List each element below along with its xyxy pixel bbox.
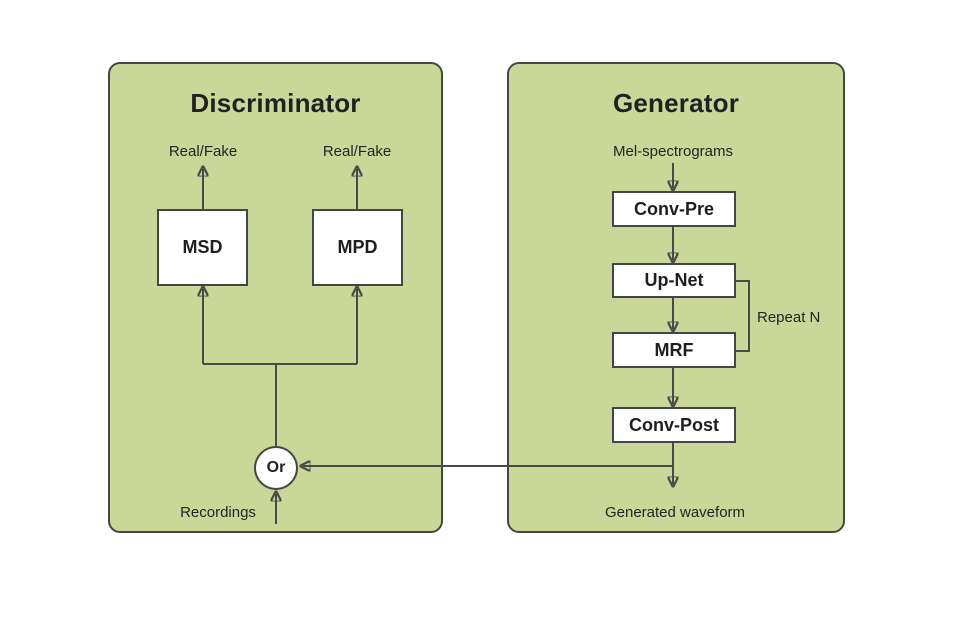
discriminator-title: Discriminator <box>190 88 361 118</box>
mel-spectrograms-label: Mel-spectrograms <box>612 143 734 160</box>
generated-waveform-label: Generated waveform <box>604 504 746 521</box>
mpd-block: MPD <box>312 209 403 286</box>
repeat-n-label: Repeat N <box>757 309 821 326</box>
conv-pre-block: Conv-Pre <box>612 191 736 227</box>
up-net-block: Up-Net <box>612 263 736 298</box>
conv-post-block: Conv-Post <box>612 407 736 443</box>
mrf-block: MRF <box>612 332 736 368</box>
real-fake-label-mpd: Real/Fake <box>322 143 392 160</box>
recordings-label: Recordings <box>180 504 256 521</box>
generator-title: Generator <box>612 88 740 118</box>
or-node: Or <box>254 446 298 490</box>
msd-block: MSD <box>157 209 248 286</box>
real-fake-label-msd: Real/Fake <box>168 143 238 160</box>
